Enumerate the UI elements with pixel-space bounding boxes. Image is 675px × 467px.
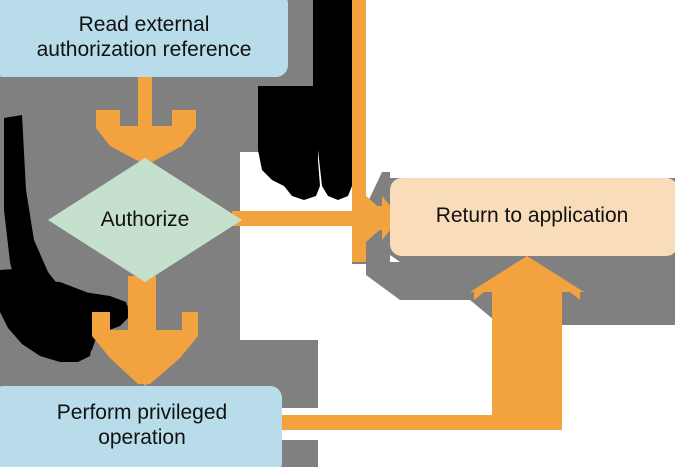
node-return-to-application[interactable] xyxy=(390,178,675,256)
edge-return-arrowhead-up xyxy=(470,256,584,430)
edge-authorize-perform-arrowhead xyxy=(104,344,186,386)
redaction-blob-authorize-left xyxy=(24,280,110,340)
white-region-lower-mid xyxy=(240,236,352,336)
white-region-right xyxy=(366,0,675,178)
node-read-external-authorization-reference[interactable] xyxy=(0,0,288,77)
edge-return-arrowhead-left xyxy=(366,196,392,242)
edge-top-into-return[interactable] xyxy=(352,0,400,262)
node-authorize[interactable] xyxy=(48,158,242,282)
edge-authorize-to-return[interactable] xyxy=(232,211,366,226)
edge-read-arrowhead xyxy=(112,134,180,165)
node-perform-privileged-operation[interactable] xyxy=(0,386,282,467)
redaction-blob-mid-right xyxy=(258,86,320,200)
redaction-blob-top-right xyxy=(300,0,352,200)
